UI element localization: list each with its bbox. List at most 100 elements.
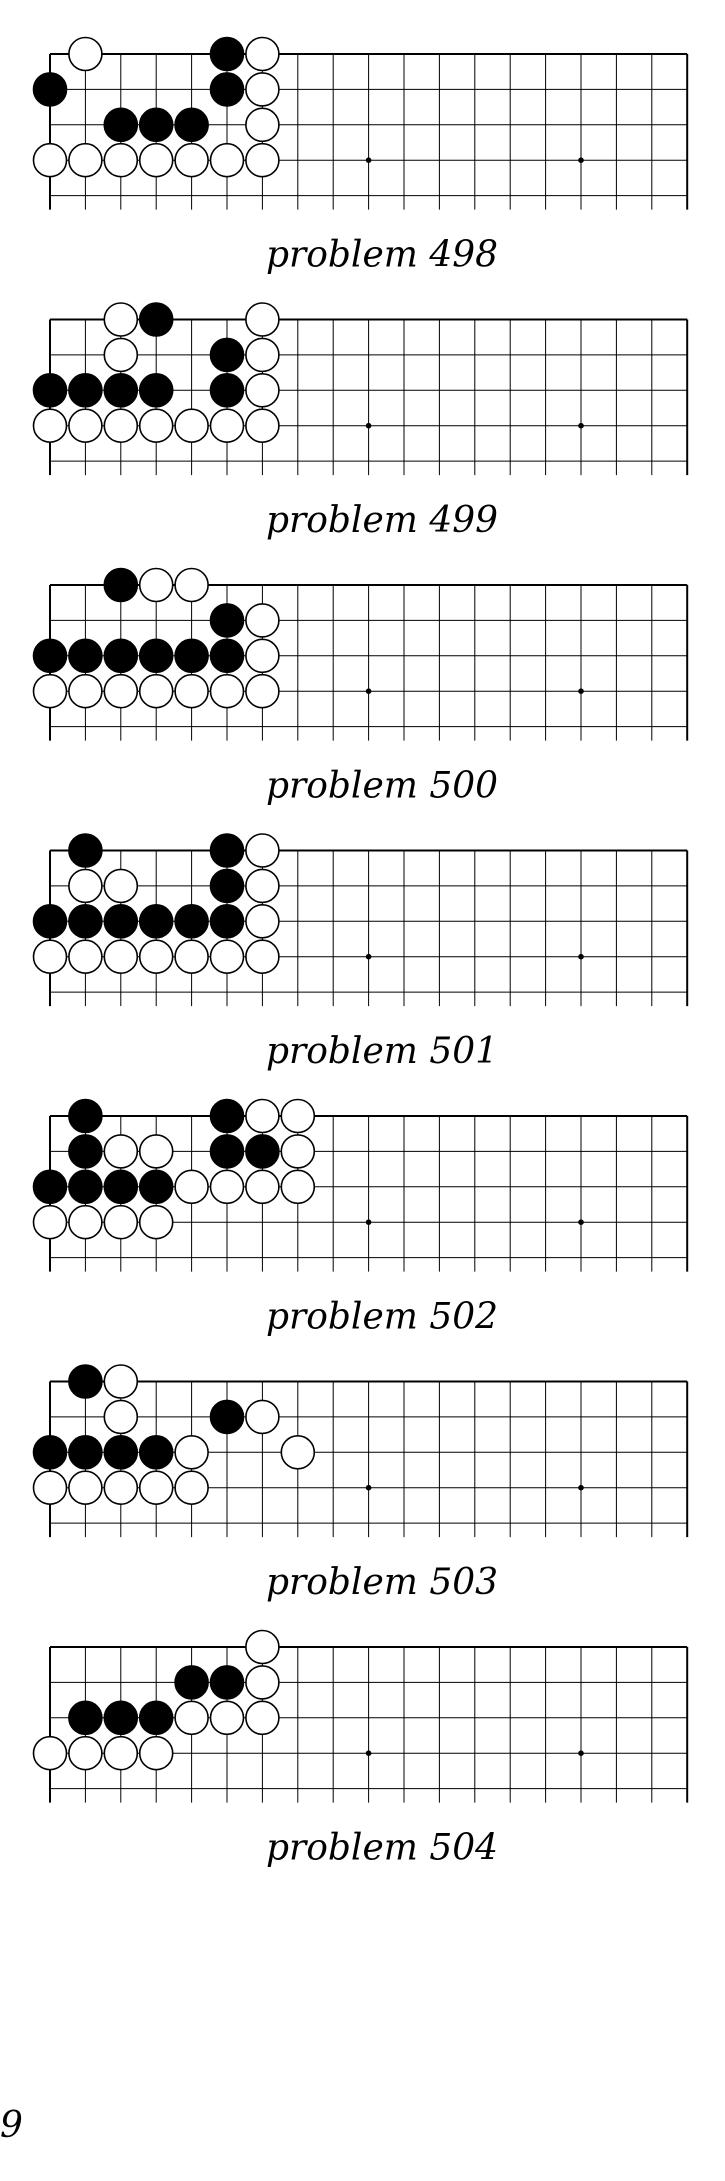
- black-stone: [103, 903, 139, 939]
- black-stone: [32, 638, 68, 674]
- go-board: problem 498: [32, 36, 689, 276]
- white-stone: [103, 1399, 139, 1435]
- go-board: problem 501: [32, 833, 689, 1072]
- star-point: [365, 688, 372, 694]
- black-stone: [209, 833, 245, 868]
- white-stone: [103, 337, 139, 373]
- go-board: problem 504: [32, 1629, 689, 1869]
- white-stone: [68, 1204, 103, 1240]
- black-stone: [68, 1435, 103, 1470]
- black-stone: [138, 302, 174, 337]
- black-stone: [103, 1169, 139, 1205]
- white-stone: [32, 1470, 68, 1505]
- white-stone: [103, 673, 139, 709]
- white-stone: [138, 1735, 174, 1771]
- black-stone: [209, 36, 245, 72]
- black-stone: [68, 1098, 103, 1134]
- white-stone: [245, 903, 280, 939]
- black-stone: [138, 372, 174, 408]
- black-stone: [138, 1435, 174, 1470]
- white-stone: [209, 408, 245, 444]
- white-stone: [138, 567, 174, 603]
- white-stone: [68, 1470, 103, 1505]
- star-point: [365, 1750, 372, 1756]
- black-stone: [174, 903, 209, 939]
- white-stone: [174, 1169, 209, 1205]
- problem-caption: problem 499: [266, 500, 498, 541]
- white-stone: [245, 72, 280, 107]
- go-board: problem 502: [32, 1098, 689, 1338]
- white-stone: [245, 337, 280, 373]
- white-stone: [138, 408, 174, 444]
- white-stone: [245, 36, 280, 72]
- white-stone: [209, 673, 245, 709]
- white-stone: [209, 1169, 245, 1205]
- black-stone: [245, 1134, 280, 1169]
- white-stone: [245, 142, 280, 178]
- black-stone: [138, 107, 174, 143]
- white-stone: [245, 1629, 280, 1665]
- page-number: 9: [0, 2105, 23, 2146]
- star-point: [578, 688, 584, 694]
- black-stone: [209, 1665, 245, 1700]
- white-stone: [138, 1470, 174, 1505]
- white-stone: [103, 1204, 139, 1240]
- star-point: [578, 157, 584, 163]
- star-point: [578, 953, 584, 960]
- star-point: [365, 422, 372, 429]
- star-point: [365, 1219, 372, 1225]
- white-stone: [32, 939, 68, 975]
- problem-caption: problem 501: [266, 1031, 498, 1072]
- white-stone: [103, 1735, 139, 1771]
- black-stone: [103, 1700, 139, 1736]
- star-point: [365, 953, 372, 960]
- star-point: [365, 157, 372, 163]
- problem-caption: problem 504: [266, 1828, 498, 1869]
- white-stone: [103, 1364, 139, 1399]
- white-stone: [138, 142, 174, 178]
- black-stone: [138, 1700, 174, 1736]
- white-stone: [103, 1470, 139, 1505]
- star-point: [578, 1219, 584, 1225]
- white-stone: [245, 939, 280, 975]
- star-point: [578, 1750, 584, 1756]
- white-stone: [32, 673, 68, 709]
- black-stone: [32, 1435, 68, 1470]
- problem-caption: problem 500: [266, 766, 498, 807]
- white-stone: [174, 939, 209, 975]
- white-stone: [174, 408, 209, 444]
- black-stone: [103, 1435, 139, 1470]
- go-board: problem 503: [32, 1364, 689, 1603]
- white-stone: [103, 868, 139, 904]
- black-stone: [68, 903, 103, 939]
- white-stone: [174, 567, 209, 603]
- black-stone: [138, 1169, 174, 1205]
- white-stone: [245, 107, 280, 143]
- white-stone: [174, 1435, 209, 1470]
- white-stone: [32, 408, 68, 444]
- white-stone: [138, 1134, 174, 1169]
- problem-caption: problem 498: [266, 235, 498, 276]
- white-stone: [68, 673, 103, 709]
- black-stone: [68, 1169, 103, 1205]
- white-stone: [174, 673, 209, 709]
- white-stone: [174, 142, 209, 178]
- white-stone: [245, 833, 280, 868]
- black-stone: [174, 638, 209, 674]
- black-stone: [32, 903, 68, 939]
- white-stone: [245, 638, 280, 674]
- black-stone: [209, 337, 245, 373]
- black-stone: [174, 107, 209, 143]
- black-stone: [209, 1098, 245, 1134]
- black-stone: [68, 1134, 103, 1169]
- white-stone: [68, 36, 103, 72]
- black-stone: [209, 1399, 245, 1435]
- black-stone: [138, 638, 174, 674]
- white-stone: [280, 1134, 316, 1169]
- white-stone: [245, 1098, 280, 1134]
- white-stone: [245, 1700, 280, 1736]
- white-stone: [245, 1399, 280, 1435]
- white-stone: [245, 408, 280, 444]
- go-board: problem 500: [32, 567, 689, 807]
- white-stone: [103, 142, 139, 178]
